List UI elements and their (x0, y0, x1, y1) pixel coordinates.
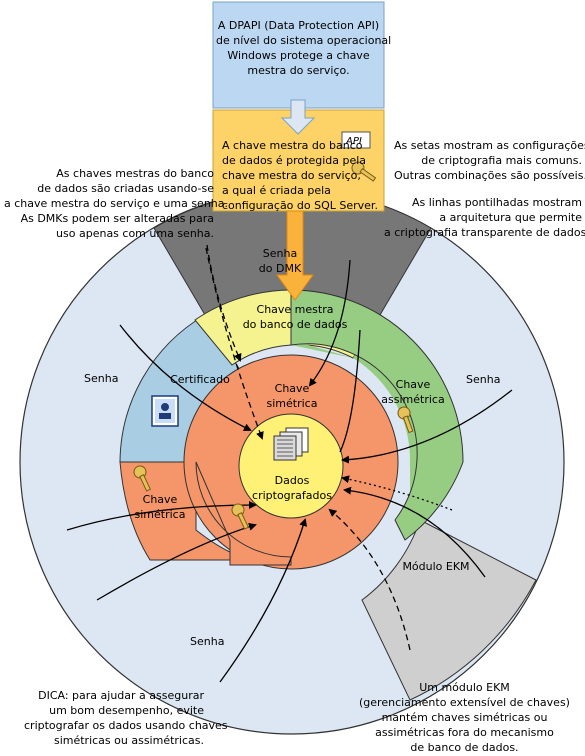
svg-text:API: API (345, 136, 362, 147)
label-password-bottom: Senha (190, 635, 225, 648)
arrow-ekm-dashed (328, 508, 411, 651)
label-dmk-password: Senha do DMK (258, 247, 302, 275)
label-ekm-module: Módulo EKM (402, 560, 470, 573)
label-inner-symmetric: Chave simétrica (266, 382, 318, 410)
ekm-sector (361, 519, 537, 701)
dpapi-arrow (280, 99, 316, 135)
asymmetric-block (290, 289, 464, 541)
arrow-left-sym (66, 501, 257, 531)
api-icon: API (341, 131, 371, 149)
arrow-asym-password (339, 329, 361, 453)
key-icon (351, 161, 377, 182)
note-tip: DICA: para ajudar a assegurar um bom des… (24, 689, 228, 747)
note-dotted-lines: As linhas pontilhadas mostram a arquitet… (384, 196, 585, 239)
label-certificate: Certificado (170, 373, 230, 386)
label-encrypted-data: Dados criptografados (252, 474, 332, 502)
note-ekm: Um módulo EKM (gerenciamento extensível … (359, 681, 570, 754)
service-box-text: A chave mestra do banco de dados é prote… (222, 139, 378, 212)
certificate-icon (151, 395, 179, 427)
dpapi-box (212, 1, 385, 109)
service-to-dmk-arrow (276, 210, 314, 301)
arrow-bottom-left (96, 522, 257, 601)
data-circle (238, 413, 344, 519)
arrow-asym-right (341, 389, 513, 464)
outer-symmetric-key-icon (133, 465, 151, 492)
arrow-ekm-dotted (341, 475, 453, 511)
arrow-right-top (308, 259, 351, 387)
arrow-bottom-mid (219, 518, 308, 683)
arrow-left-password (119, 324, 252, 431)
arrow-ekm-right (343, 486, 486, 578)
arrow-dmk-password (206, 244, 242, 362)
label-outer-symmetric: Chave simétrica (134, 493, 186, 521)
label-database-master-key: Chave mestra do banco de dados (242, 303, 348, 331)
dpapi-text: A DPAPI (Data Protection API) de nível d… (216, 19, 392, 77)
label-asymmetric: Chave assimétrica (381, 378, 445, 406)
inner-symmetric-key-icon (231, 503, 249, 530)
note-dmk-creation: As chaves mestras do banco de dados são … (4, 167, 228, 240)
asymmetric-key-icon (397, 406, 414, 434)
label-password-right: Senha (466, 373, 501, 386)
label-password-left: Senha (84, 372, 119, 385)
note-arrows: As setas mostram as configurações de cri… (394, 139, 585, 182)
encrypted-data-icon (273, 427, 309, 461)
arrow-dmk-to-sym (205, 247, 264, 440)
